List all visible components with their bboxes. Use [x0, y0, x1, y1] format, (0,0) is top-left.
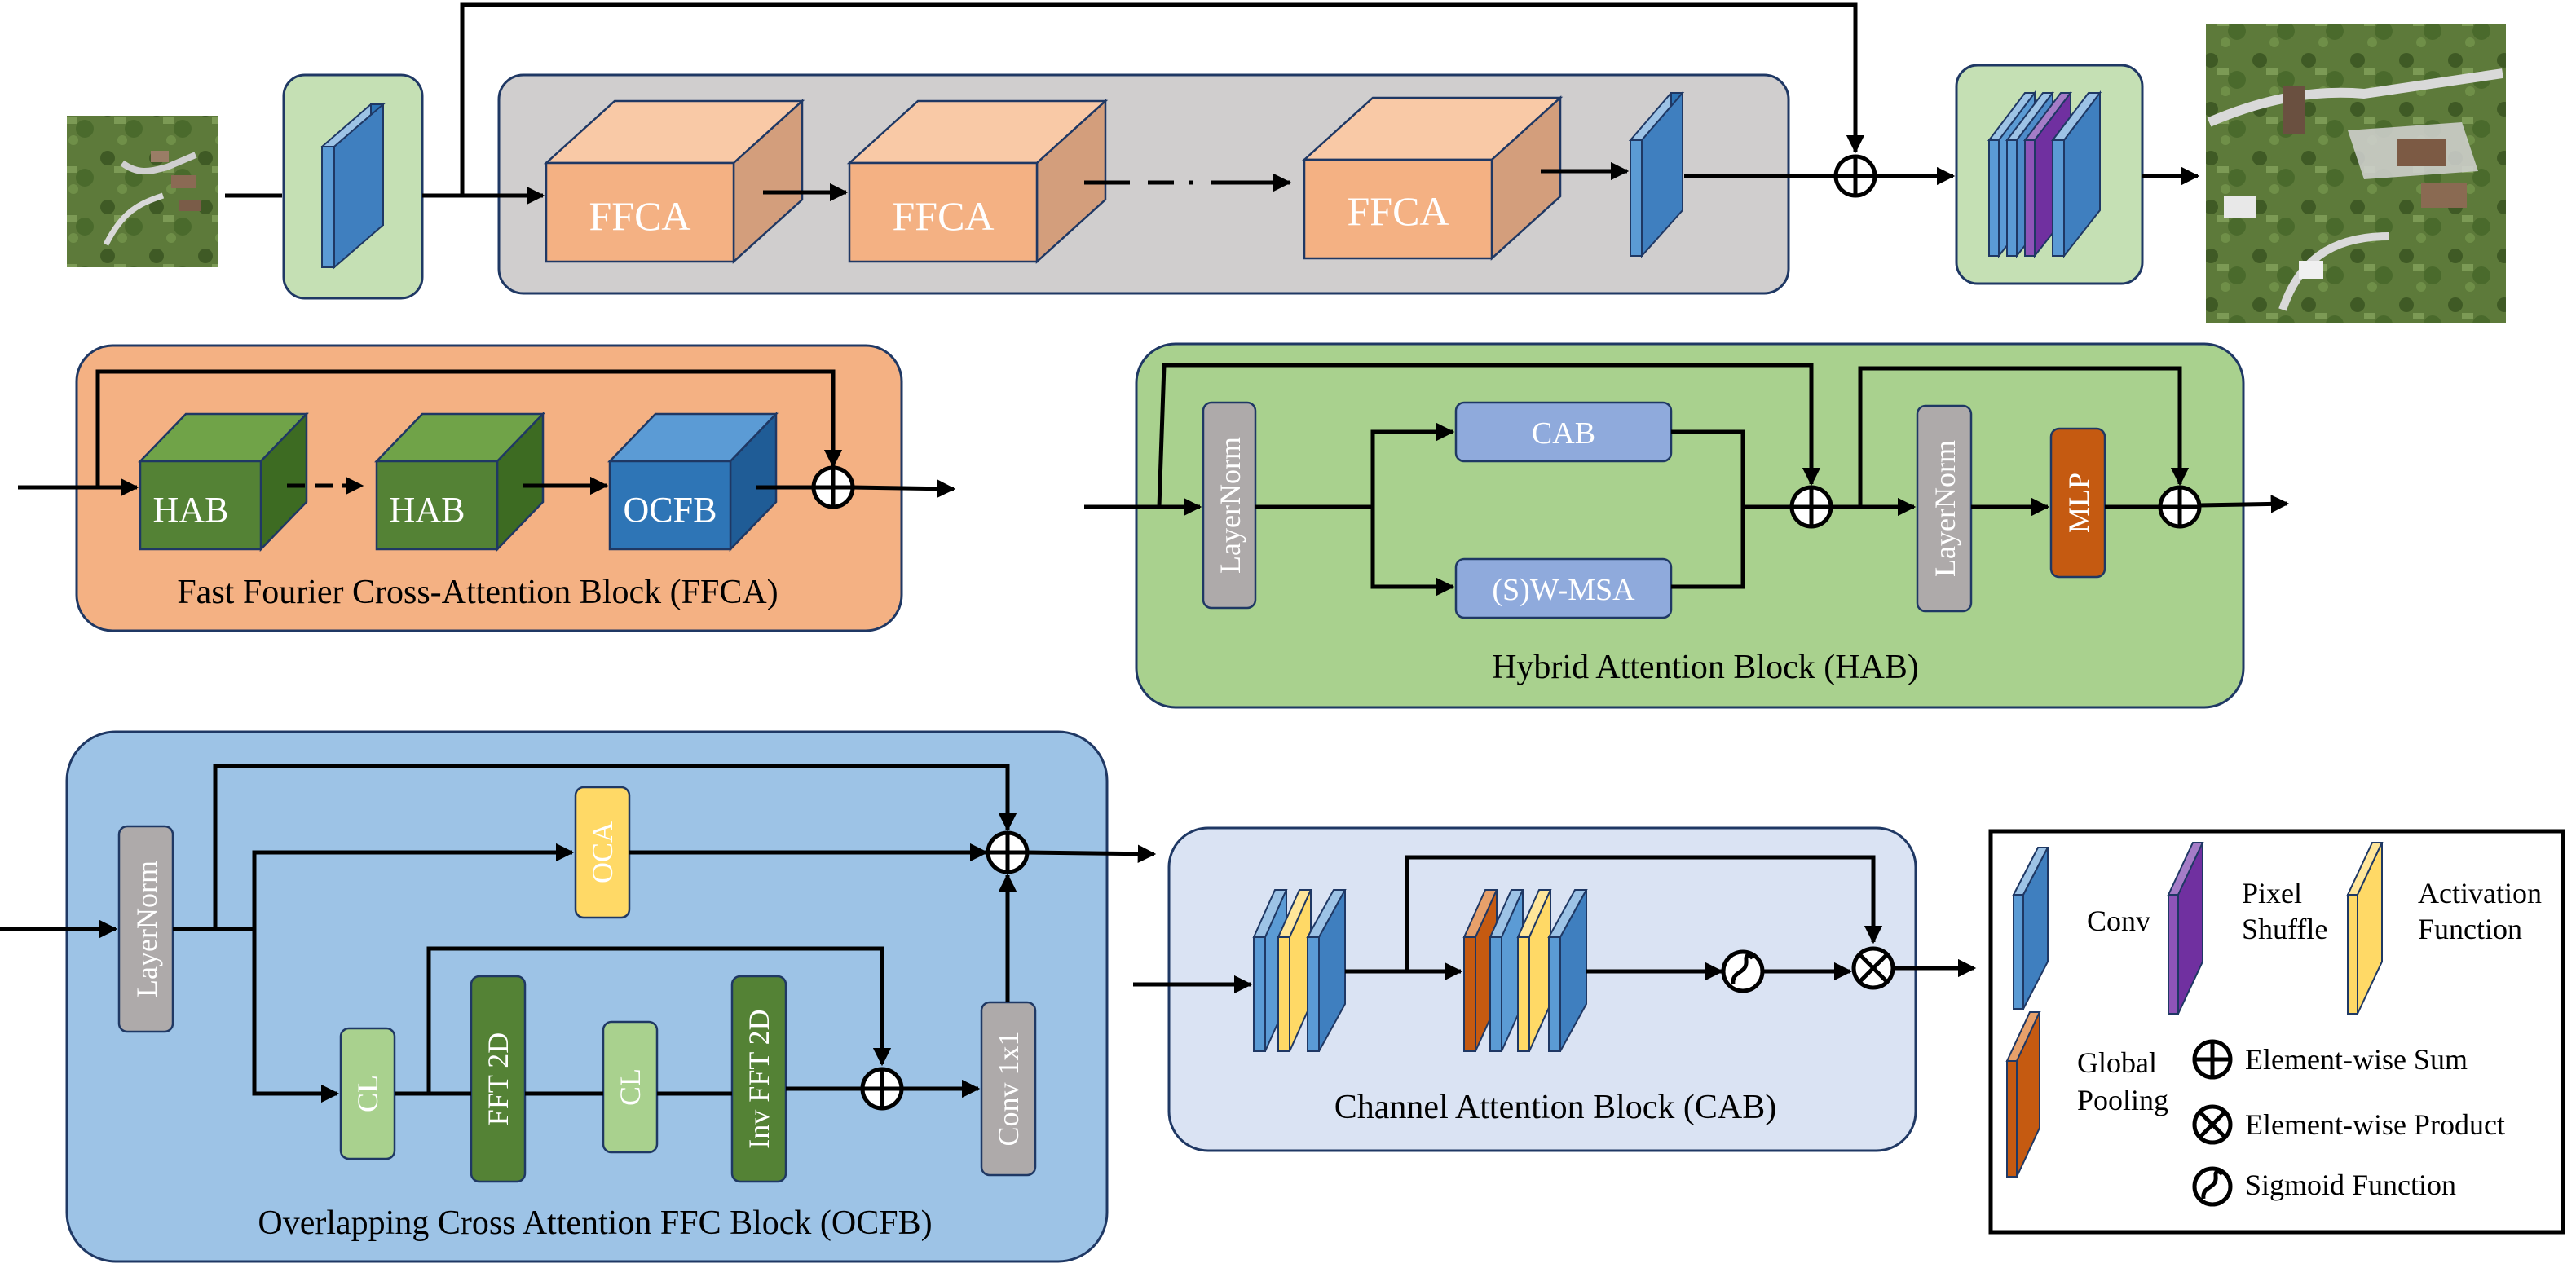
legend-global-pooling: Pooling: [2077, 1084, 2168, 1116]
layernorm-label: LayerNorm: [130, 861, 163, 997]
element-wise-product-icon: [2192, 1104, 2233, 1145]
ocfb-block: OCFB: [607, 411, 779, 553]
oca-label: OCA: [586, 821, 619, 883]
ffca-label: FFCA: [589, 193, 690, 239]
legend-conv: Conv: [2087, 905, 2150, 937]
shallow-conv-panel: [282, 73, 424, 300]
hab-block: HAB: [374, 411, 545, 553]
pixel-shuffle-legend-icon: [2167, 842, 2204, 1015]
element-wise-sum-icon: [811, 465, 855, 509]
legend-activation: Function: [2418, 913, 2522, 945]
cl-label: CL: [351, 1075, 384, 1112]
deep-conv: [1628, 90, 1685, 258]
sigmoid-icon: [1721, 949, 1765, 993]
legend-activation: Activation: [2418, 877, 2542, 909]
cab-panel-title: Channel Attention Block (CAB): [1334, 1089, 1776, 1126]
hab-panel-title: Hybrid Attention Block (HAB): [1492, 649, 1919, 686]
legend-sum: Element-wise Sum: [2245, 1043, 2468, 1076]
fft2d-label: FFT 2D: [482, 1032, 514, 1125]
element-wise-sum-icon: [986, 830, 1030, 874]
cl-label: CL: [614, 1068, 646, 1106]
layernorm-label: LayerNorm: [1214, 437, 1246, 574]
ocfb-panel: [65, 730, 1109, 1263]
ocfb-label: OCFB: [624, 490, 717, 530]
cl-box: [602, 1020, 659, 1154]
input-image: [67, 116, 218, 267]
legend-product: Element-wise Product: [2245, 1108, 2505, 1141]
fft2d-box: [470, 975, 527, 1183]
ffca-block: FFCA: [543, 99, 805, 264]
ffca-label: FFCA: [1347, 188, 1449, 234]
legend-global-pooling: Global: [2077, 1046, 2157, 1079]
hab-label: HAB: [153, 490, 229, 530]
hab-label: HAB: [390, 490, 465, 530]
ffca-block: FFCA: [846, 99, 1109, 264]
cab-input-convs: [1252, 889, 1347, 1052]
cab-label: CAB: [1532, 416, 1595, 451]
output-image: [2206, 24, 2506, 323]
legend-pixel-shuffle: Shuffle: [2242, 913, 2327, 945]
legend-pixel-shuffle: Pixel: [2242, 877, 2302, 909]
element-wise-sum-icon: [1789, 485, 1833, 529]
element-wise-sum-icon: [1833, 154, 1877, 198]
ocfb-panel-title: Overlapping Cross Attention FFC Block (O…: [258, 1204, 932, 1242]
element-wise-sum-icon: [2158, 485, 2202, 529]
legend-box: [1988, 829, 2565, 1235]
mlp-box: [2049, 427, 2106, 579]
inv-fft2d-box: [730, 975, 787, 1183]
element-wise-product-icon: [1851, 946, 1895, 990]
layernorm-label: LayerNorm: [1929, 440, 1961, 577]
hab-block: HAB: [138, 411, 309, 553]
element-wise-sum-icon: [2192, 1039, 2233, 1080]
reconstruction-panel: [1955, 64, 2144, 285]
swmsa-label: (S)W-MSA: [1492, 573, 1635, 607]
ffca-label: FFCA: [892, 193, 994, 239]
mlp-label: MLP: [2062, 473, 2095, 533]
cab-attention-convs: [1462, 889, 1588, 1052]
inv-fft2d-label: Inv FFT 2D: [743, 1009, 775, 1148]
sigmoid-icon: [2192, 1166, 2233, 1207]
global-pooling-legend-icon: [2005, 1011, 2041, 1178]
legend-sigmoid: Sigmoid Function: [2245, 1169, 2456, 1201]
element-wise-sum-icon: [860, 1067, 904, 1111]
conv1x1-label: Conv 1x1: [992, 1031, 1025, 1146]
conv-legend-icon: [2012, 847, 2049, 1010]
ffca-panel-title: Fast Fourier Cross-Attention Block (FFCA…: [177, 574, 778, 611]
activation-legend-icon: [2346, 842, 2384, 1015]
ffca-block: FFCA: [1301, 95, 1564, 261]
